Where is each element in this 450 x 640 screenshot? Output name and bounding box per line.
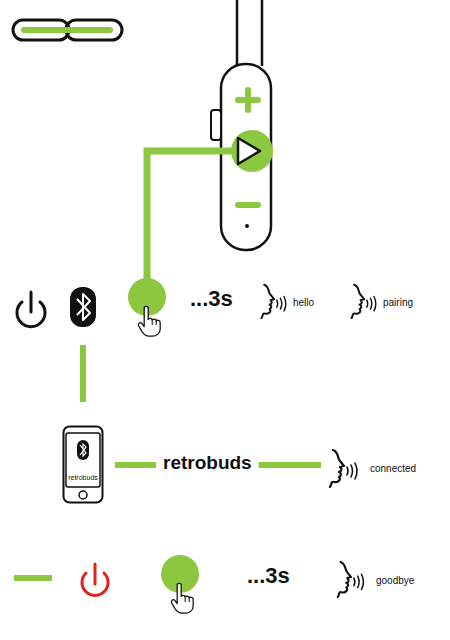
- power-icon-red: [82, 564, 108, 595]
- power-icon: [17, 292, 45, 327]
- bluetooth-icon: [70, 287, 96, 327]
- chain-icon: [13, 20, 122, 40]
- step-line: [14, 575, 52, 581]
- phone: retrobuds: [62, 425, 104, 504]
- voice-prompt: goodbye: [376, 575, 414, 586]
- speaker-head: [330, 450, 357, 487]
- press-leader: [147, 151, 232, 285]
- speaker-head: [352, 285, 376, 318]
- hand-icon: [171, 583, 193, 613]
- phone-outline: [62, 425, 104, 504]
- voice-prompt: pairing: [383, 297, 413, 308]
- speaker-head: [338, 562, 364, 597]
- duration-text: ...3s: [247, 564, 290, 588]
- link-line: [259, 462, 321, 468]
- duration-text: ...3s: [190, 287, 233, 311]
- device-name: retrobuds: [163, 453, 252, 474]
- voice-prompt: connected: [370, 463, 416, 474]
- link-line: [115, 462, 156, 468]
- connect-line: [80, 345, 86, 402]
- remote-control: [211, 0, 273, 250]
- screen-text: retrobuds: [62, 474, 104, 481]
- hand-icon: [138, 306, 160, 336]
- voice-prompt: hello: [293, 297, 314, 308]
- speaker-head: [262, 285, 286, 318]
